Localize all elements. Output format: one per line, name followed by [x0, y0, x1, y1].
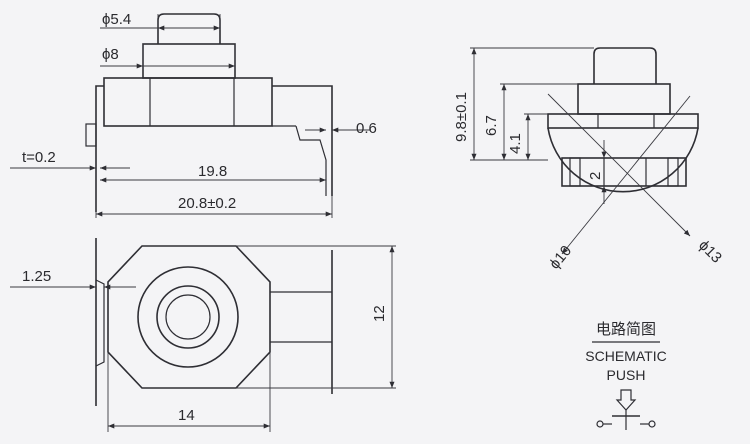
- schematic: 电路简图 SCHEMATIC PUSH: [585, 321, 667, 430]
- schematic-subtitle: PUSH: [607, 367, 646, 383]
- schematic-title-en: SCHEMATIC: [585, 348, 666, 364]
- dim-flange: 1.25: [22, 268, 51, 285]
- dim-diameter-13: ϕ13: [695, 237, 725, 267]
- top-left-view: ϕ5.4 ϕ8 0.6 t=0.2 19.8 20.8±0.2: [10, 11, 377, 218]
- dim-collar-diameter: ϕ8: [102, 46, 119, 63]
- slot: [561, 157, 687, 187]
- dim-slot: 2: [587, 172, 604, 180]
- button-face: [165, 294, 211, 340]
- dim-width: 14: [178, 407, 195, 424]
- push-arrow-icon: [615, 389, 637, 411]
- round-body: [547, 127, 699, 193]
- dim-overall-length: 20.8±0.2: [178, 195, 236, 212]
- button-cap: [157, 13, 221, 44]
- dim-height: 12: [371, 305, 388, 322]
- dim-plate-thickness: 0.6: [356, 120, 377, 137]
- dim-button-diameter: ϕ5.4: [102, 11, 131, 28]
- contact-right: [648, 420, 656, 428]
- side-button: [593, 47, 657, 84]
- side-view: 9.8±0.1 6.7 4.1 2 ϕ10 ϕ13: [453, 47, 725, 273]
- left-terminal: [95, 85, 104, 212]
- contact-left: [596, 420, 604, 428]
- bushing-inner: [156, 285, 220, 349]
- dim-terminal-thickness: t=0.2: [22, 149, 56, 166]
- schematic-title-cn: 电路简图: [596, 321, 656, 338]
- dim-diameter-10: ϕ10: [546, 242, 575, 272]
- dim-height-3: 4.1: [507, 133, 524, 154]
- left-tab: [85, 123, 97, 147]
- right-terminal: [272, 85, 333, 196]
- collar: [142, 43, 236, 79]
- dim-body-length: 19.8: [198, 163, 227, 180]
- front-view: 1.25 12 14: [10, 238, 396, 432]
- side-collar: [577, 83, 671, 115]
- side-flange: [547, 113, 699, 129]
- bushing-outer: [137, 266, 239, 368]
- dim-height-2: 6.7: [483, 115, 500, 136]
- switch-body: [103, 77, 273, 127]
- dim-total-height: 9.8±0.1: [453, 92, 470, 142]
